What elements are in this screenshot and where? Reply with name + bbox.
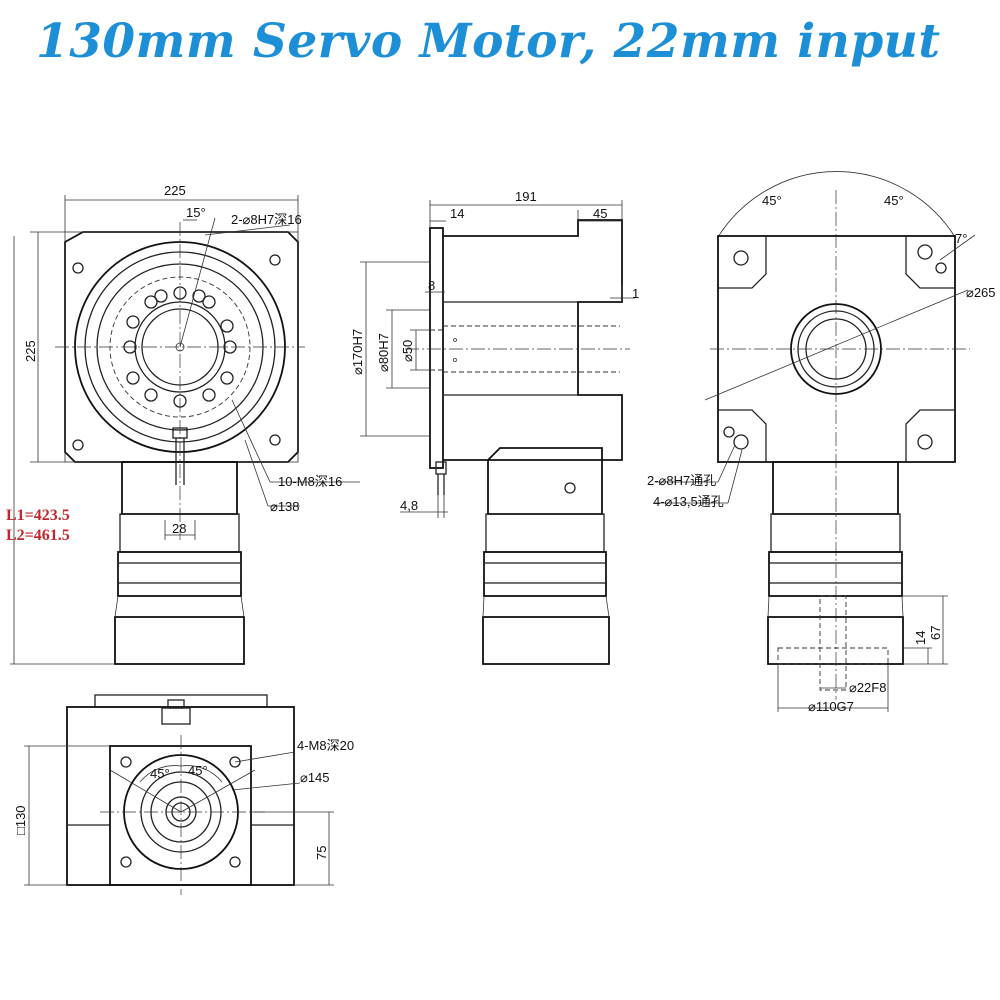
front-pin-holes-label: 2-⌀8H7深16 <box>231 212 302 227</box>
side-base-label: 4,8 <box>400 498 418 513</box>
back-shaft-dia-label: ⌀22F8 <box>849 680 886 695</box>
back-h2-label: 67 <box>928 626 943 640</box>
back-pcd-label: ⌀265 <box>966 285 996 300</box>
bottom-angle-b-label: 45° <box>188 763 208 778</box>
side-d2-label: ⌀80H7 <box>376 333 391 372</box>
bottom-pcd-label: ⌀145 <box>300 770 330 785</box>
back-angle-right-label: 45° <box>884 193 904 208</box>
front-tapped-holes-label: 10-M8深16 <box>278 474 342 489</box>
front-pcd-label: ⌀138 <box>270 499 300 514</box>
page-title: 130mm Servo Motor, 22mm input <box>36 14 941 69</box>
front-view <box>10 195 360 665</box>
side-d3-label: ⌀50 <box>400 340 415 362</box>
bottom-tapped-holes-label: 4-M8深20 <box>297 738 354 753</box>
back-angle-small-label: 7° <box>955 231 967 246</box>
bottom-view <box>24 694 334 895</box>
bottom-angle-a-label: 45° <box>150 766 170 781</box>
front-key-width-label: 28 <box>172 521 186 536</box>
front-height-label: 225 <box>23 340 38 362</box>
side-step-label: 8 <box>428 278 435 293</box>
back-spigot-dia-label: ⌀110G7 <box>808 699 854 714</box>
side-length-label: 191 <box>515 189 537 204</box>
side-output-label: 45 <box>593 206 607 221</box>
bottom-square-label: □130 <box>13 805 28 835</box>
length-l2-label: L2=461.5 <box>6 527 70 544</box>
back-h1-label: 14 <box>913 631 928 645</box>
front-angle-label: 15° <box>186 205 206 220</box>
length-l1-label: L1=423.5 <box>6 507 70 524</box>
front-width-label: 225 <box>164 183 186 198</box>
side-view <box>360 200 635 665</box>
back-view <box>655 171 976 712</box>
bottom-height-label: 75 <box>314 846 329 860</box>
back-angle-left-label: 45° <box>762 193 782 208</box>
side-d1-label: ⌀170H7 <box>350 329 365 375</box>
back-pin-holes-label: 2-⌀8H7通孔 <box>647 473 716 488</box>
side-gap-label: 1 <box>632 286 639 301</box>
back-thru-holes-label: 4-⌀13,5通孔 <box>653 494 724 509</box>
side-flange-label: 14 <box>450 206 464 221</box>
